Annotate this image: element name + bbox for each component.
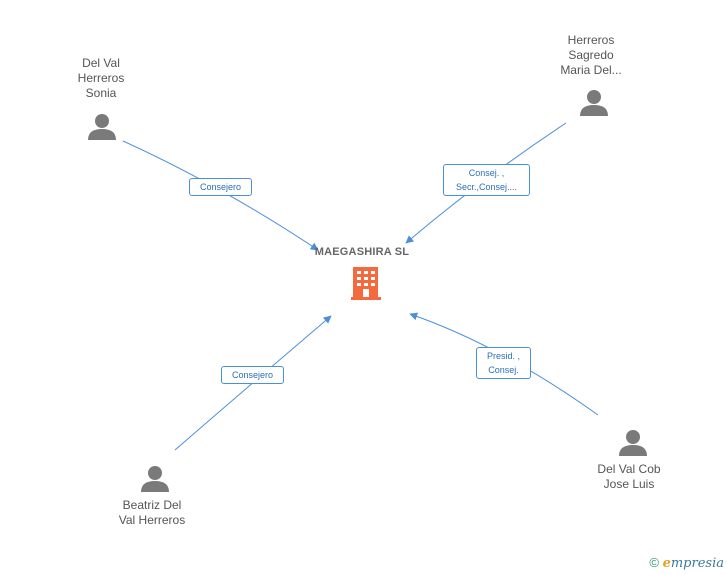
person-line: Sonia (85, 86, 117, 100)
person-line: Del Val (82, 56, 120, 70)
person-icon[interactable] (88, 114, 116, 140)
relation-line: Consejero (231, 370, 274, 380)
relation-line: Presid. , (486, 351, 520, 361)
person-line: Val Herreros (118, 513, 186, 527)
empresia-logo: empresia (662, 556, 724, 571)
relation-line: Consej. , (468, 168, 505, 178)
copyright-icon: © (649, 555, 659, 570)
relation-line: Consejero (199, 182, 242, 192)
relation-label-p3[interactable]: Consejero (221, 366, 284, 384)
building-icon[interactable] (351, 267, 381, 300)
person-label-p2[interactable]: Herreros Sagredo Maria Del... (521, 33, 661, 78)
relation-label-p1[interactable]: Consejero (189, 178, 252, 196)
person-line: Beatriz Del (122, 498, 182, 512)
person-label-p1[interactable]: Del Val Herreros Sonia (31, 56, 171, 101)
person-line: Herreros (77, 71, 125, 85)
person-line: Del Val Cob (597, 462, 661, 476)
relation-line: Secr.,Consej.... (455, 182, 518, 192)
person-line: Jose Luis (603, 477, 655, 491)
person-line: Maria Del... (560, 63, 622, 77)
person-icon[interactable] (580, 90, 608, 116)
relation-label-p2[interactable]: Consej. , Secr.,Consej.... (443, 164, 530, 196)
person-icon[interactable] (141, 466, 169, 492)
company-name[interactable]: MAEGASHIRA SL (314, 246, 410, 258)
relation-label-p4[interactable]: Presid. , Consej. (476, 347, 531, 379)
person-label-p3[interactable]: Beatriz Del Val Herreros (82, 498, 222, 528)
relation-line: Consej. (488, 365, 519, 375)
footer-brand: © empresia (649, 555, 724, 571)
person-line: Herreros (567, 33, 615, 47)
person-icon[interactable] (619, 430, 647, 456)
person-line: Sagredo (568, 48, 614, 62)
person-label-p4[interactable]: Del Val Cob Jose Luis (559, 462, 699, 492)
